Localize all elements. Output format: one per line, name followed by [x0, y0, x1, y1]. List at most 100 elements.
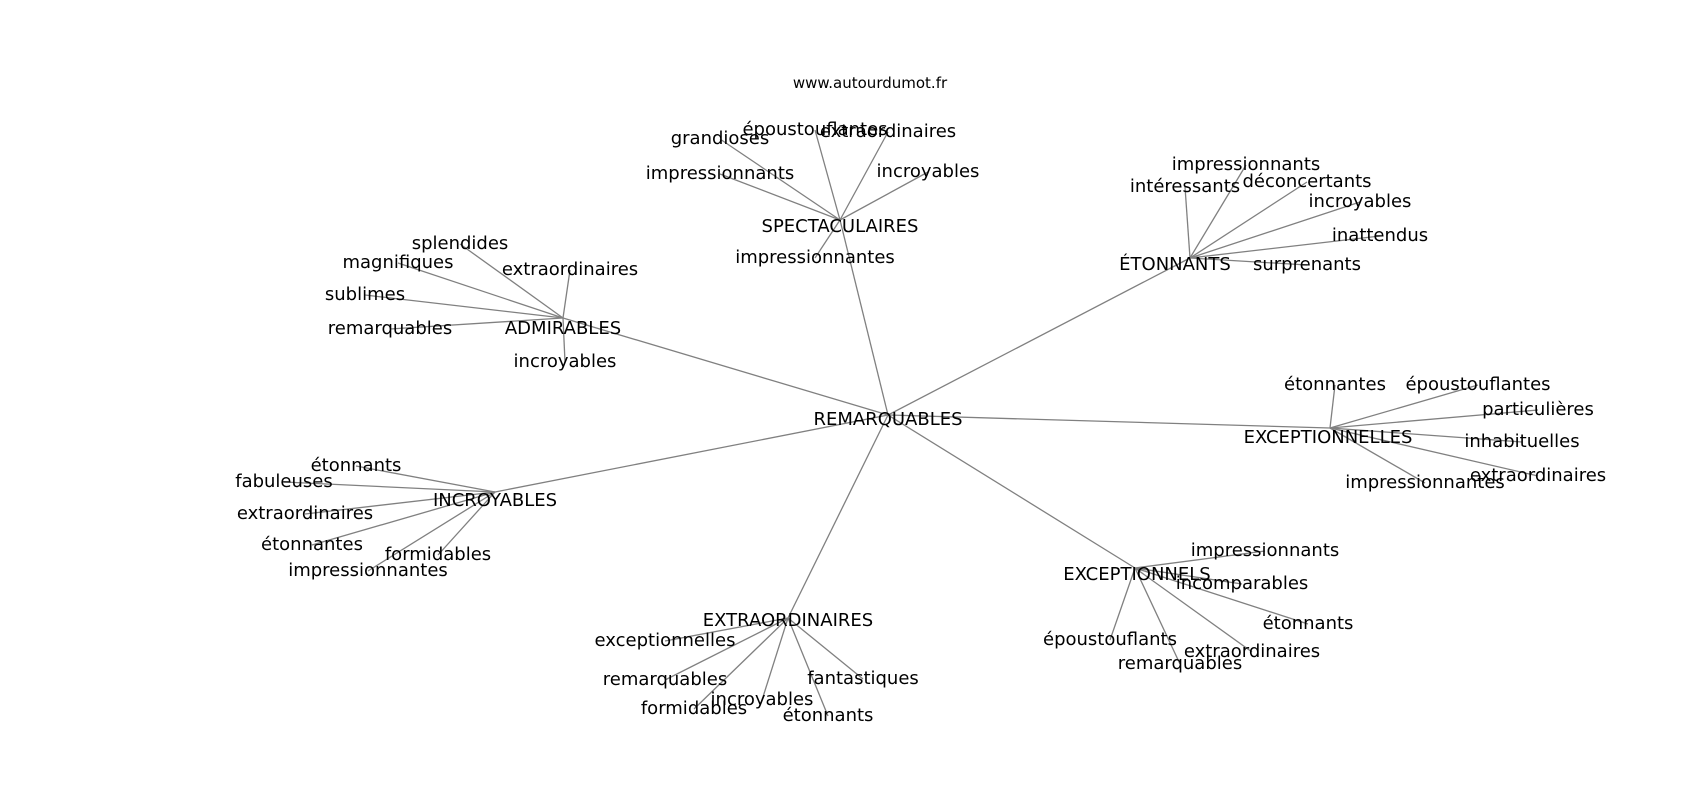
edge-exceptionnelles-leaf [1329, 384, 1479, 429]
edge-etonnants-leaf [1189, 181, 1308, 259]
edge-admirables-leaf [364, 294, 564, 319]
leaf-node-etonnants: surprenants [1253, 254, 1361, 275]
edge-exceptionnels-leaf [1134, 567, 1181, 665]
leaf-node-etonnants: impressionnants [1172, 154, 1321, 175]
leaf-node-incroyables: fabuleuses [235, 471, 333, 492]
leaf-node-etonnants: déconcertants [1242, 171, 1371, 192]
edge-etonnants-leaf [1189, 235, 1381, 259]
edge-spectaculaires-leaf [814, 129, 841, 221]
leaf-node-exceptionnelles: inhabituelles [1464, 431, 1579, 452]
edge-center-etonnants [887, 257, 1191, 416]
edge-extraordinaires-leaf [787, 617, 829, 717]
edge-exceptionnelles-leaf [1329, 427, 1523, 443]
edge-etonnants-leaf [1189, 257, 1308, 266]
leaf-node-spectaculaires: époustouflantes [742, 119, 887, 140]
leaf-node-admirables: splendides [412, 233, 509, 254]
graph-edges [283, 129, 1539, 717]
leaf-node-extraordinaires: fantastiques [807, 668, 919, 689]
leaf-node-incroyables: impressionnantes [288, 560, 448, 581]
edge-center-extraordinaires [787, 414, 889, 619]
leaf-node-incroyables: formidables [385, 544, 491, 565]
edge-center-exceptionnelles [887, 414, 1331, 429]
leaf-node-admirables: sublimes [325, 284, 405, 305]
leaf-node-incroyables: étonnants [311, 455, 402, 476]
leaf-node-extraordinaires: formidables [641, 698, 747, 719]
leaf-node-extraordinaires: incroyables [711, 689, 814, 710]
edge-exceptionnels-leaf [1109, 567, 1136, 641]
leaf-node-spectaculaires: extraordinaires [820, 121, 956, 142]
hub-node-incroyables: INCROYABLES [433, 490, 557, 511]
edge-admirables-leaf [389, 317, 564, 330]
edge-extraordinaires-leaf [664, 617, 789, 681]
edge-admirables-leaf [562, 269, 571, 319]
edge-incroyables-leaf [367, 491, 496, 572]
edge-etonnants-leaf [1189, 201, 1361, 259]
leaf-node-etonnants: inattendus [1332, 225, 1428, 246]
leaf-node-exceptionnelles: étonnantes [1284, 374, 1386, 395]
edge-admirables-leaf [562, 317, 566, 363]
edge-spectaculaires-leaf [839, 131, 889, 221]
edge-incroyables-leaf [304, 491, 496, 515]
edge-exceptionnels-leaf [1134, 567, 1243, 585]
edge-exceptionnels-leaf [1134, 550, 1266, 569]
leaf-node-admirables: incroyables [514, 351, 617, 372]
edge-exceptionnels-leaf [1134, 567, 1253, 653]
leaf-node-exceptionnelles: impressionnantes [1345, 472, 1505, 493]
edge-center-spectaculaires [839, 219, 889, 416]
edge-extraordinaires-leaf [693, 617, 789, 710]
edge-center-admirables [562, 317, 889, 416]
leaf-node-admirables: magnifiques [342, 252, 453, 273]
edge-etonnants-leaf [1189, 164, 1247, 259]
leaf-node-spectaculaires: impressionnantes [735, 247, 895, 268]
leaf-node-exceptionnels: remarquables [1118, 653, 1242, 674]
edge-incroyables-leaf [283, 481, 496, 493]
hub-node-spectaculaires: SPECTACULAIRES [762, 216, 919, 237]
leaf-node-incroyables: extraordinaires [237, 503, 373, 524]
edge-exceptionnelles-leaf [1329, 384, 1336, 429]
edge-extraordinaires-leaf [664, 617, 789, 642]
leaf-node-exceptionnelles: particulières [1482, 399, 1594, 420]
edge-etonnants-leaf [1184, 186, 1191, 259]
edge-exceptionnels-leaf [1134, 567, 1309, 625]
leaf-node-exceptionnelles: époustouflantes [1405, 374, 1550, 395]
leaf-node-exceptionnels: époustouflants [1043, 629, 1177, 650]
edge-exceptionnelles-leaf [1329, 427, 1426, 484]
leaf-node-extraordinaires: remarquables [603, 669, 727, 690]
leaf-node-exceptionnels: étonnants [1263, 613, 1354, 634]
watermark: www.autourdumot.fr [793, 74, 948, 92]
leaf-node-admirables: extraordinaires [502, 259, 638, 280]
leaf-node-exceptionnels: impressionnants [1191, 540, 1340, 561]
edge-spectaculaires-leaf [719, 173, 841, 221]
edge-spectaculaires-leaf [719, 138, 841, 221]
edge-extraordinaires-leaf [761, 617, 789, 701]
edge-extraordinaires-leaf [787, 617, 864, 680]
hub-node-exceptionnels: EXCEPTIONNELS [1063, 564, 1210, 585]
leaf-node-spectaculaires: incroyables [877, 161, 980, 182]
hub-node-exceptionnelles: EXCEPTIONNELLES [1244, 427, 1413, 448]
leaf-node-exceptionnelles: extraordinaires [1470, 465, 1606, 486]
hub-node-etonnants: ÉTONNANTS [1119, 253, 1231, 275]
edge-incroyables-leaf [311, 491, 496, 546]
edge-exceptionnelles-leaf [1329, 409, 1539, 429]
leaf-node-admirables: remarquables [328, 318, 452, 339]
edge-spectaculaires-leaf [814, 219, 841, 259]
edge-center-incroyables [494, 414, 889, 493]
leaf-node-etonnants: incroyables [1309, 191, 1412, 212]
leaf-node-spectaculaires: grandioses [671, 128, 770, 149]
edge-spectaculaires-leaf [839, 171, 929, 221]
leaf-node-extraordinaires: étonnants [783, 705, 874, 726]
graph-labels: REMARQUABLESSPECTACULAIRESgrandiosesépou… [235, 119, 1606, 726]
edge-incroyables-leaf [437, 491, 496, 556]
hub-node-admirables: ADMIRABLES [505, 318, 621, 339]
hub-node-extraordinaires: EXTRAORDINAIRES [703, 610, 873, 631]
edge-center-exceptionnels [887, 414, 1136, 569]
leaf-node-spectaculaires: impressionnants [646, 163, 795, 184]
leaf-node-incroyables: étonnantes [261, 534, 363, 555]
edge-admirables-leaf [459, 243, 564, 319]
leaf-node-extraordinaires: exceptionnelles [595, 630, 736, 651]
center-node-label: REMARQUABLES [813, 409, 962, 430]
edge-exceptionnelles-leaf [1329, 427, 1539, 477]
leaf-node-exceptionnels: extraordinaires [1184, 641, 1320, 662]
leaf-node-etonnants: intéressants [1130, 176, 1240, 197]
